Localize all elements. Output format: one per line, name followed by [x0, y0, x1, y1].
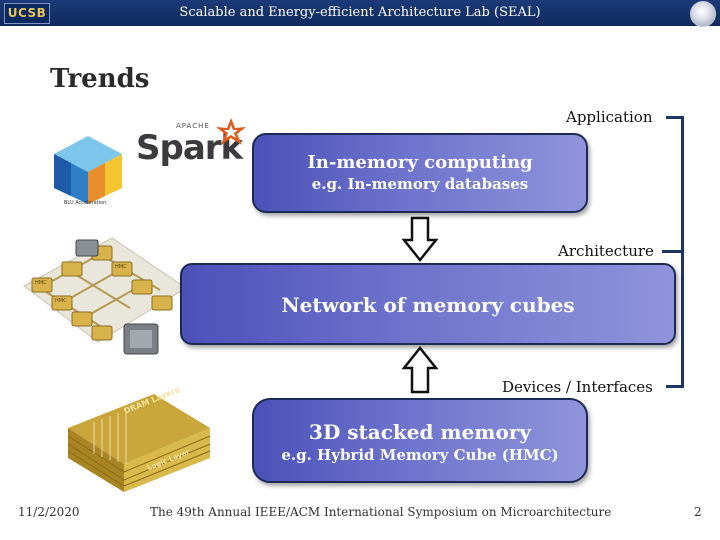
architecture-box: Network of memory cubes — [180, 263, 676, 345]
apache-spark-logo: APACHE Spark — [136, 116, 256, 180]
hmc-stack-image: DRAM Layers Logic Layer — [64, 385, 214, 500]
slide-title: Trends — [50, 64, 150, 94]
cube-icon — [54, 136, 122, 204]
spark-apache-text: APACHE — [176, 122, 210, 130]
memory-stack-icon — [67, 394, 211, 492]
arrow-down-icon — [402, 216, 438, 262]
hmc-network-image: HMC HMC HMC — [20, 232, 188, 370]
arrow-up-icon — [402, 346, 438, 394]
hmc-network-icon — [23, 237, 187, 355]
hmc-node-label-2: HMC — [115, 264, 127, 270]
devices-box-subtitle: e.g. Hybrid Memory Cube (HMC) — [281, 446, 559, 464]
devices-box-title: 3D stacked memory — [309, 420, 531, 444]
seal-logo-icon — [690, 1, 716, 27]
architecture-label: Architecture — [558, 242, 654, 260]
footer-page-number: 2 — [694, 505, 702, 519]
architecture-box-title: Network of memory cubes — [281, 293, 575, 317]
application-box: In-memory computing e.g. In-memory datab… — [252, 133, 588, 213]
footer-date: 11/2/2020 — [18, 505, 80, 519]
footer-conference: The 49th Annual IEEE/ACM International S… — [150, 505, 612, 519]
header-bar: UCSB Scalable and Energy-efficient Archi… — [0, 0, 720, 27]
devices-interfaces-label: Devices / Interfaces — [502, 378, 653, 396]
ucsb-logo: UCSB — [4, 3, 50, 24]
application-box-subtitle: e.g. In-memory databases — [311, 175, 529, 193]
hmc-node-label-1: HMC — [35, 280, 47, 286]
spark-star-icon — [216, 118, 246, 145]
hmc-node-label-3: HMC — [55, 298, 67, 304]
layer-bracket-tick — [662, 250, 684, 253]
header-title: Scalable and Energy-efficient Architectu… — [179, 5, 541, 20]
application-label: Application — [566, 108, 653, 126]
blu-acceleration-logo: BLU Acceleration — [48, 134, 128, 210]
devices-box: 3D stacked memory e.g. Hybrid Memory Cub… — [252, 398, 588, 483]
application-box-title: In-memory computing — [307, 152, 533, 173]
blu-label: BLU Acceleration — [64, 200, 107, 206]
